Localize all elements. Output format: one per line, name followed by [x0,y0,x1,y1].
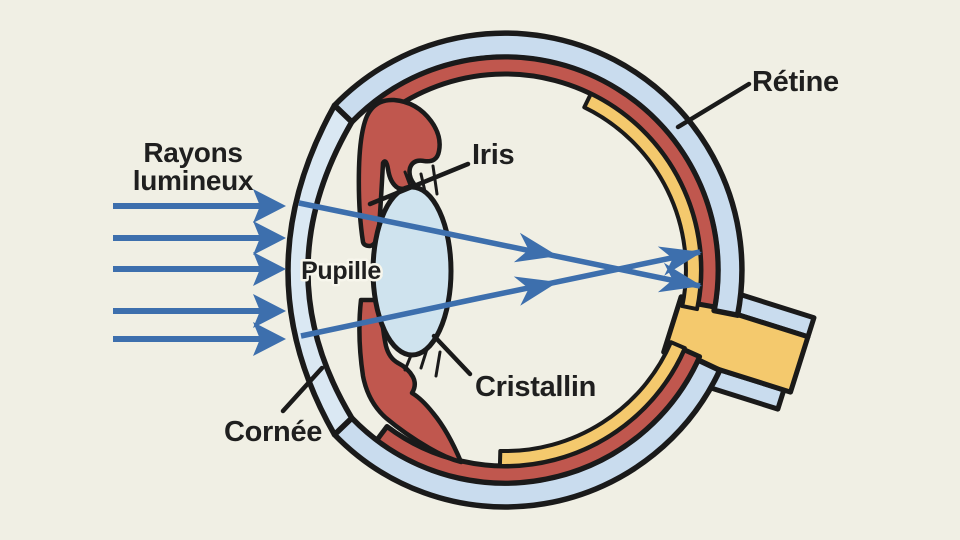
iris-label: Iris [472,139,514,171]
light-rays-label-line2: lumineux [133,165,254,196]
lens-label: Cristallin [475,371,596,403]
light-ray-5-arrowhead [253,322,286,356]
mid-arrowhead-lower [513,276,558,306]
light-ray-2-arrowhead [253,221,286,255]
lens-shape [370,184,454,358]
light-ray-4-arrowhead [253,294,286,328]
cornea-pointer-line [280,365,325,414]
pupil-label: Pupille [301,257,381,285]
retina-label: Rétine [752,66,839,98]
focal-arrowhead-upper [657,246,702,276]
light-ray-1-arrowhead [253,189,286,223]
incoming-light-rays [113,189,286,356]
retina-pointer-line [675,81,752,130]
refracted-ray-lower [300,249,701,339]
iris-lower [357,297,464,465]
refracted-ray-upper [298,200,701,289]
iris-upper [356,97,442,249]
optic-nerve-core [661,294,811,395]
refracted-rays [298,200,702,339]
optic-nerve [661,285,817,412]
retina-band-lower [497,340,687,468]
light-rays-label-line1: Rayons [143,137,242,168]
iris-pointer-line [367,161,471,207]
light-ray-3-arrowhead [253,252,286,286]
mid-arrowhead-upper [513,232,558,263]
cornea-label: Cornée [224,416,322,448]
lens-pointer-line [431,333,473,377]
